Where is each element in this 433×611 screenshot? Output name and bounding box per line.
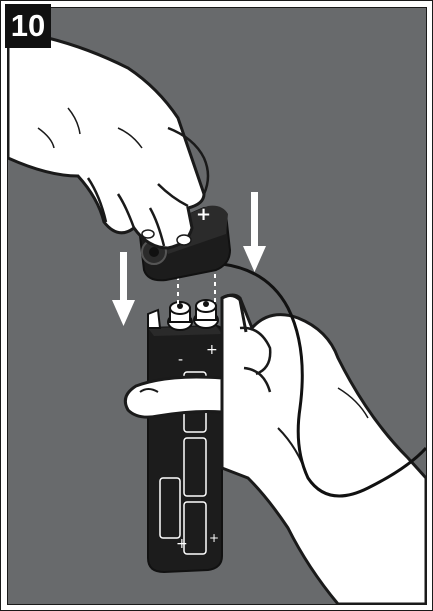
minus-symbol: - bbox=[178, 352, 183, 368]
plus-symbol: + bbox=[209, 531, 219, 545]
plus-symbol: + bbox=[176, 536, 188, 552]
illustration-panel: + + + - bbox=[7, 7, 427, 605]
battery-installation-illustration: + + + - bbox=[8, 8, 426, 604]
battery-pack: + + + - bbox=[148, 300, 222, 572]
plus-symbol: + bbox=[206, 342, 218, 358]
plus-symbol: + bbox=[196, 204, 211, 225]
step-number-badge: 10 bbox=[5, 4, 51, 48]
